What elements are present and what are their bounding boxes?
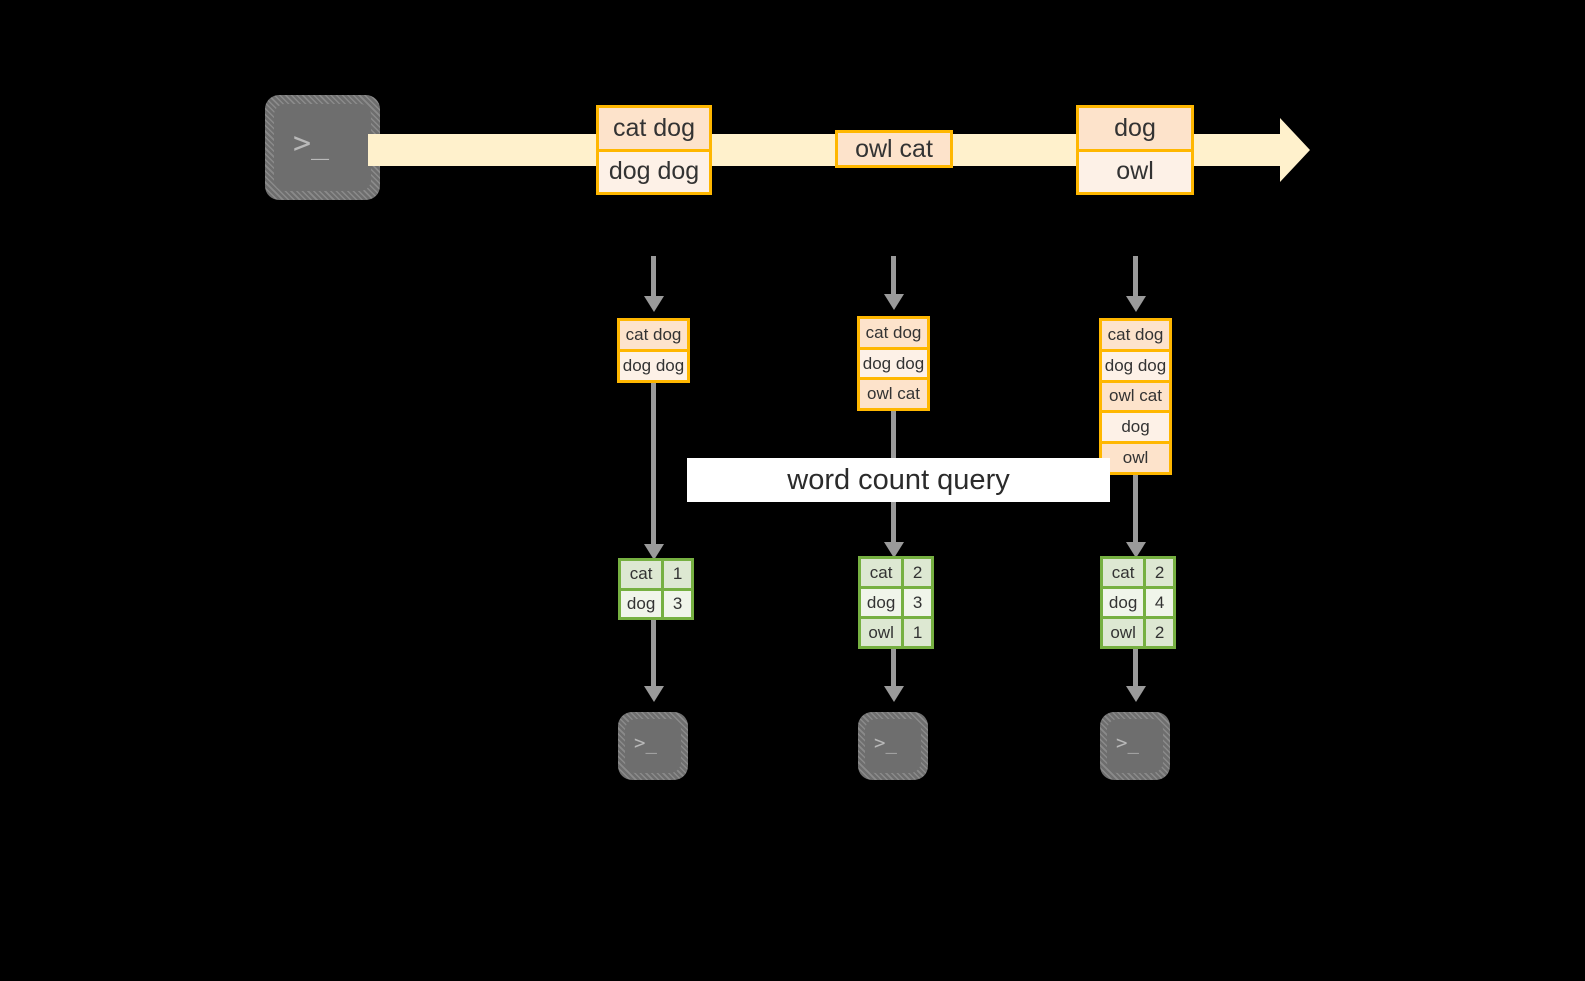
sink-connector-column-1 bbox=[651, 620, 656, 690]
terminal-body bbox=[274, 104, 371, 191]
dashed-connector-arrowhead-column-3 bbox=[1126, 296, 1146, 312]
buffer-row: dog dog bbox=[1102, 348, 1169, 380]
result-count: 1 bbox=[904, 619, 931, 646]
buffer-row: owl cat bbox=[860, 377, 927, 409]
buffer-row: dog dog bbox=[860, 346, 927, 378]
stream-group-2: owl cat bbox=[835, 130, 953, 168]
result-row: cat 1 bbox=[621, 561, 691, 588]
result-table-column-3: cat 2 dog 4 owl 2 bbox=[1100, 556, 1176, 649]
dashed-connector-arrowhead-column-2 bbox=[884, 294, 904, 310]
result-word: dog bbox=[861, 589, 905, 616]
sink-connector-arrowhead-column-2 bbox=[884, 686, 904, 702]
terminal-prompt-glyph: >_ bbox=[634, 732, 657, 754]
sink-connector-column-2 bbox=[891, 649, 896, 690]
result-word: cat bbox=[1103, 559, 1147, 586]
buffer-row: owl bbox=[1102, 441, 1169, 472]
dashed-connector-column-2 bbox=[891, 256, 896, 298]
sink-connector-arrowhead-column-3 bbox=[1126, 686, 1146, 702]
result-word: dog bbox=[621, 590, 665, 617]
buffer-row: dog bbox=[1102, 410, 1169, 442]
buffer-row: owl cat bbox=[1102, 379, 1169, 411]
buffer-row: dog dog bbox=[620, 349, 687, 380]
sink-connector-arrowhead-column-1 bbox=[644, 686, 664, 702]
buffer-row: cat dog bbox=[1102, 321, 1169, 349]
dashed-connector-column-3 bbox=[1133, 256, 1138, 300]
accumulated-buffer-column-1: cat dog dog dog bbox=[617, 318, 690, 383]
result-count: 2 bbox=[1146, 559, 1173, 586]
result-word: cat bbox=[861, 559, 905, 586]
stream-message: owl bbox=[1079, 148, 1191, 192]
stream-message: dog bbox=[1079, 108, 1191, 149]
sink-terminal-icon-column-1: >_ bbox=[618, 712, 688, 780]
stream-message: cat dog bbox=[599, 108, 709, 149]
result-count: 4 bbox=[1146, 589, 1173, 616]
terminal-body bbox=[625, 719, 681, 773]
result-row: owl 2 bbox=[1103, 616, 1173, 646]
dashed-connector-arrowhead-column-1 bbox=[644, 296, 664, 312]
result-table-column-1: cat 1 dog 3 bbox=[618, 558, 694, 620]
result-row: dog 3 bbox=[861, 586, 931, 616]
stream-group-1: cat dog dog dog bbox=[596, 105, 712, 195]
buffer-row: cat dog bbox=[620, 321, 687, 349]
terminal-body bbox=[1107, 719, 1163, 773]
result-count: 2 bbox=[1146, 619, 1173, 646]
result-count: 1 bbox=[664, 561, 691, 588]
result-count: 3 bbox=[904, 589, 931, 616]
sink-connector-column-3 bbox=[1133, 649, 1138, 690]
query-connector-column-3 bbox=[1133, 475, 1138, 546]
terminal-prompt-glyph: >_ bbox=[874, 732, 897, 754]
accumulated-buffer-column-2: cat dog dog dog owl cat bbox=[857, 316, 930, 411]
stream-group-3: dog owl bbox=[1076, 105, 1194, 195]
source-terminal-icon: >_ bbox=[265, 95, 380, 200]
result-row: dog 3 bbox=[621, 587, 691, 617]
buffer-row: cat dog bbox=[860, 319, 927, 347]
result-table-column-2: cat 2 dog 3 owl 1 bbox=[858, 556, 934, 649]
sink-terminal-icon-column-3: >_ bbox=[1100, 712, 1170, 780]
result-row: owl 1 bbox=[861, 616, 931, 646]
stream-arrowhead bbox=[1280, 118, 1310, 182]
dashed-connector-column-1 bbox=[651, 256, 656, 300]
result-count: 2 bbox=[904, 559, 931, 586]
result-word: dog bbox=[1103, 589, 1147, 616]
result-count: 3 bbox=[664, 590, 691, 617]
result-row: dog 4 bbox=[1103, 586, 1173, 616]
result-row: cat 2 bbox=[861, 559, 931, 586]
query-connector-arrowhead-column-1 bbox=[644, 544, 664, 560]
result-word: owl bbox=[1103, 619, 1147, 646]
query-connector-arrowhead-column-3 bbox=[1126, 542, 1146, 558]
terminal-body bbox=[865, 719, 921, 773]
result-word: owl bbox=[861, 619, 905, 646]
result-word: cat bbox=[621, 561, 665, 588]
result-row: cat 2 bbox=[1103, 559, 1173, 586]
stream-message: owl cat bbox=[838, 133, 950, 165]
query-connector-arrowhead-column-2 bbox=[884, 542, 904, 558]
accumulated-buffer-column-3: cat dog dog dog owl cat dog owl bbox=[1099, 318, 1172, 475]
stream-message: dog dog bbox=[599, 148, 709, 192]
query-connector-column-1 bbox=[651, 383, 656, 548]
query-label: word count query bbox=[687, 458, 1110, 502]
sink-terminal-icon-column-2: >_ bbox=[858, 712, 928, 780]
terminal-prompt-glyph: >_ bbox=[1116, 732, 1139, 754]
terminal-prompt-glyph: >_ bbox=[293, 126, 330, 161]
